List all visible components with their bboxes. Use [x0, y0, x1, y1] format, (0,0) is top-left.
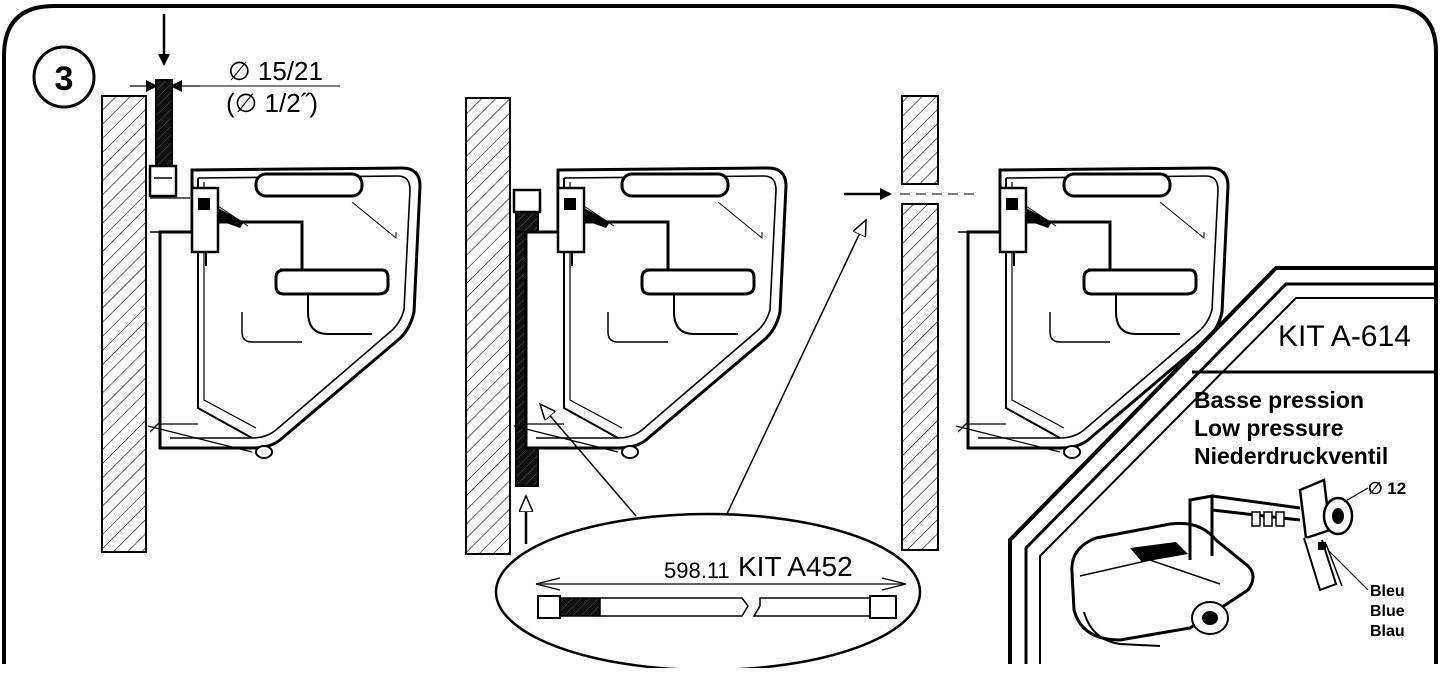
panel-flexible-hose — [465, 97, 788, 555]
valve-kit-line-en: Low pressure — [1194, 415, 1344, 441]
valve-diameter-label: ∅ 12 — [1368, 479, 1406, 498]
hose-kit-callout: 598.11 KIT A452 — [494, 512, 922, 672]
hose-length-label: 598.11 — [664, 558, 730, 583]
wall-section — [101, 95, 147, 553]
valve-kit-line-fr: Basse pression — [1194, 387, 1364, 413]
wall-section-lower — [901, 203, 939, 551]
elbow-fitting — [148, 164, 178, 198]
pipe-diameter-label: ∅ 15/21 — [228, 56, 323, 86]
step-number: 3 — [55, 60, 74, 98]
hose-kit-label: KIT A452 — [738, 551, 853, 582]
step-badge: 3 — [32, 45, 96, 109]
valve-kit-panel: KIT A-614 Basse pression Low pressure Ni… — [1008, 266, 1436, 664]
valve-kit-title: KIT A-614 — [1278, 320, 1411, 353]
panel-wall-connection — [844, 95, 1230, 551]
cistern-2 — [512, 166, 788, 460]
cistern-1 — [146, 166, 422, 460]
color-label-fr: Bleu — [1370, 583, 1405, 600]
color-label-de: Blau — [1370, 623, 1405, 640]
float-valve-illustration — [1070, 478, 1354, 647]
supply-pipe — [155, 79, 173, 169]
pipe-diameter-inch-label: (∅ 1/2˝) — [226, 88, 318, 118]
wall-section — [465, 97, 511, 555]
panel-rigid-pipe: ∅ 15/21 (∅ 1/2˝) — [101, 14, 422, 553]
wall-section-upper — [901, 95, 939, 185]
valve-kit-line-de: Niederdruckventil — [1194, 443, 1388, 469]
color-label-en: Blue — [1370, 603, 1405, 620]
outer-frame — [2, 4, 1438, 664]
cistern-3 — [954, 166, 1230, 460]
